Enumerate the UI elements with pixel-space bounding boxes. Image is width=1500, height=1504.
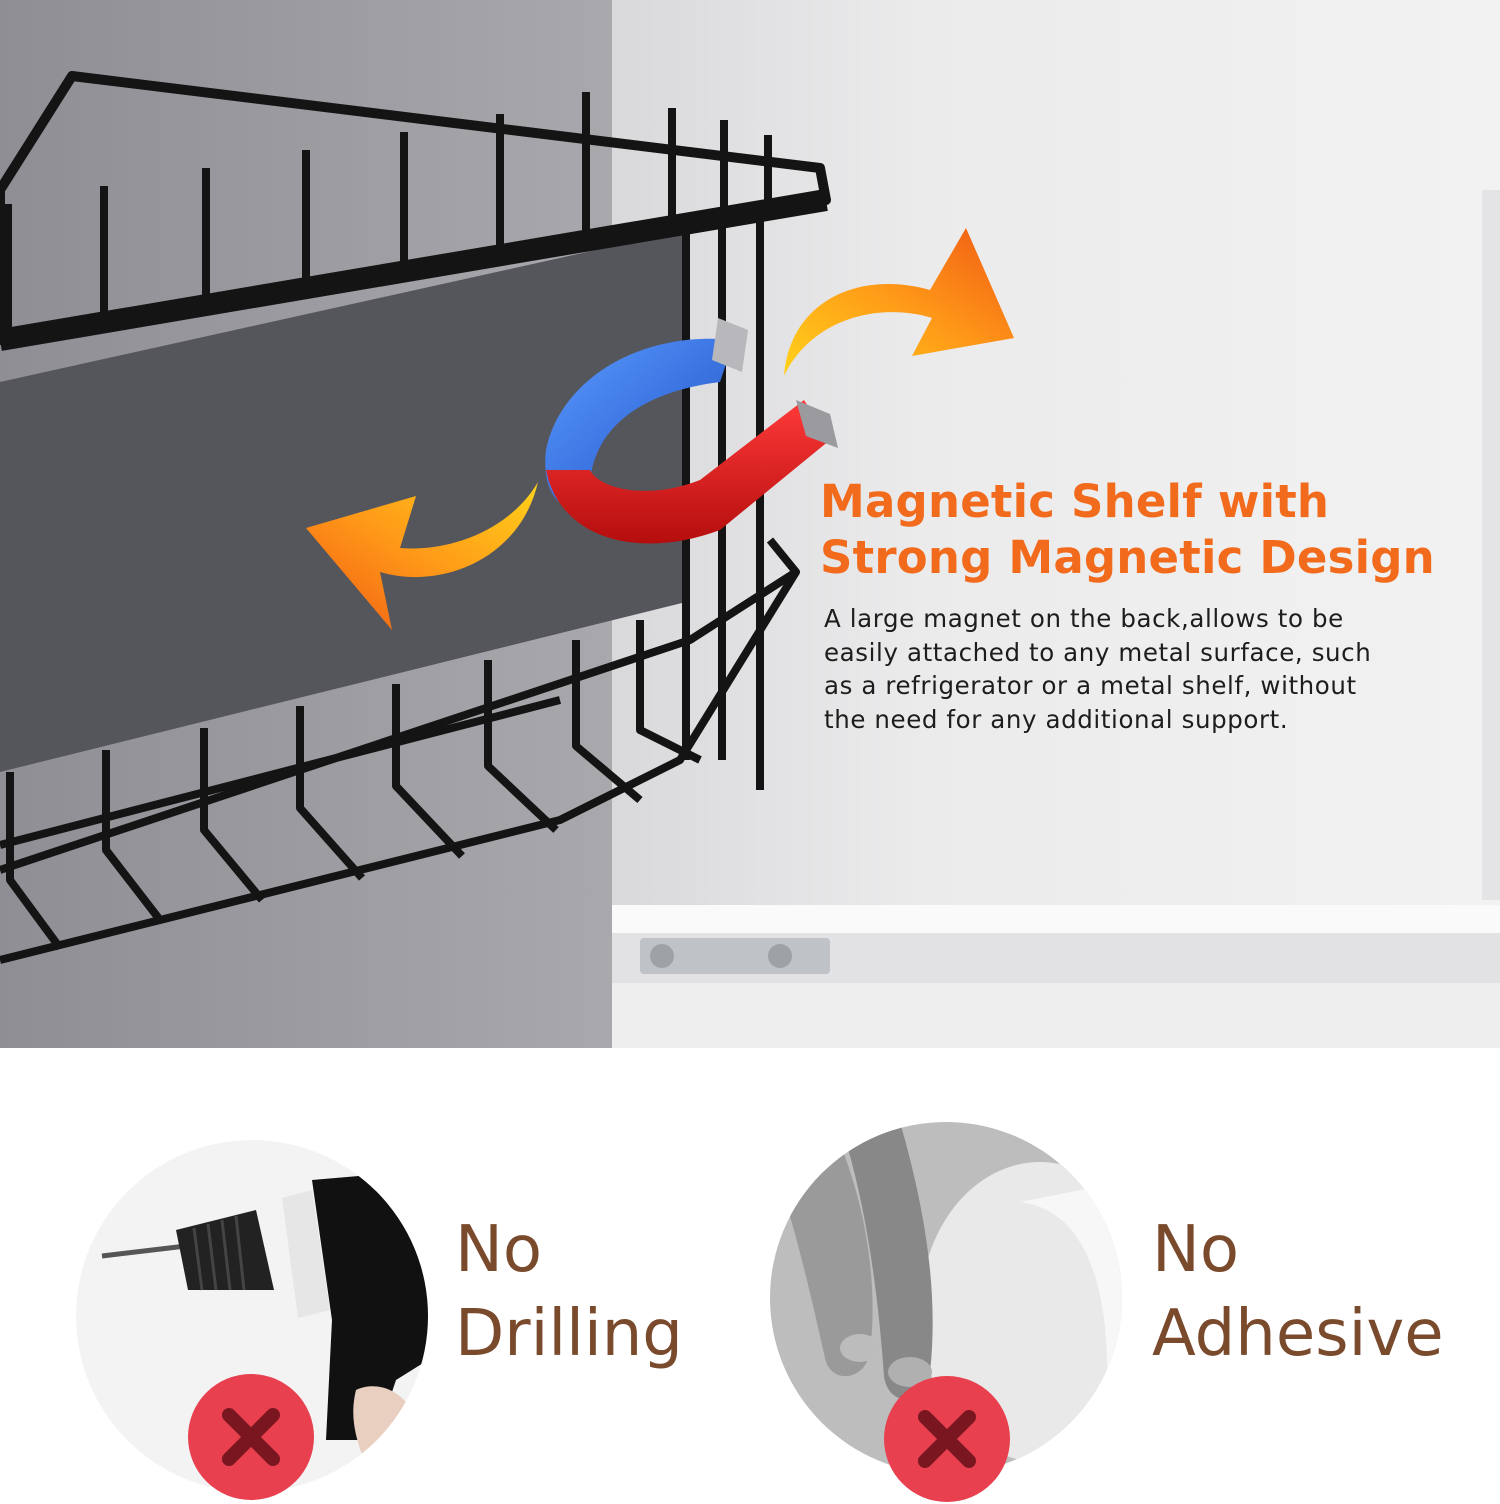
- magnet-plate: [0, 230, 686, 772]
- feature-no-drilling-label: No Drilling: [455, 1208, 683, 1376]
- headline: Magnetic Shelf with Strong Magnetic Desi…: [820, 474, 1490, 586]
- fridge-handle: [1482, 190, 1500, 900]
- headline-line-1: Magnetic Shelf with: [820, 475, 1330, 528]
- description-line-2: easily attached to any metal surface, su…: [824, 637, 1372, 667]
- headline-line-2: Strong Magnetic Design: [820, 531, 1435, 584]
- product-scene: Magnetic Shelf with Strong Magnetic Desi…: [0, 0, 1500, 1048]
- feature-no-adhesive-line-1: No: [1152, 1213, 1240, 1287]
- feature-no-drilling-line-1: No: [455, 1213, 543, 1287]
- x-mark-icon: [884, 1376, 1010, 1502]
- feature-no-drilling-line-2: Drilling: [455, 1297, 683, 1371]
- description-line-1: A large magnet on the back,allows to be: [824, 604, 1344, 633]
- x-mark-icon: [188, 1374, 314, 1500]
- description-line-4: the need for any additional support.: [824, 704, 1289, 734]
- description-line-3: as a refrigerator or a metal shelf, with…: [824, 671, 1357, 701]
- description: A large magnet on the back,allows to be …: [824, 602, 1464, 736]
- scene-illustration: [0, 0, 1500, 1048]
- feature-no-adhesive-label: No Adhesive: [1152, 1208, 1444, 1376]
- feature-no-adhesive-line-2: Adhesive: [1152, 1297, 1444, 1371]
- horseshoe-magnet-icon: [545, 318, 838, 544]
- left-arrow-icon: [306, 482, 538, 630]
- wire-basket: [0, 71, 831, 964]
- right-arrow-icon: [784, 228, 1014, 376]
